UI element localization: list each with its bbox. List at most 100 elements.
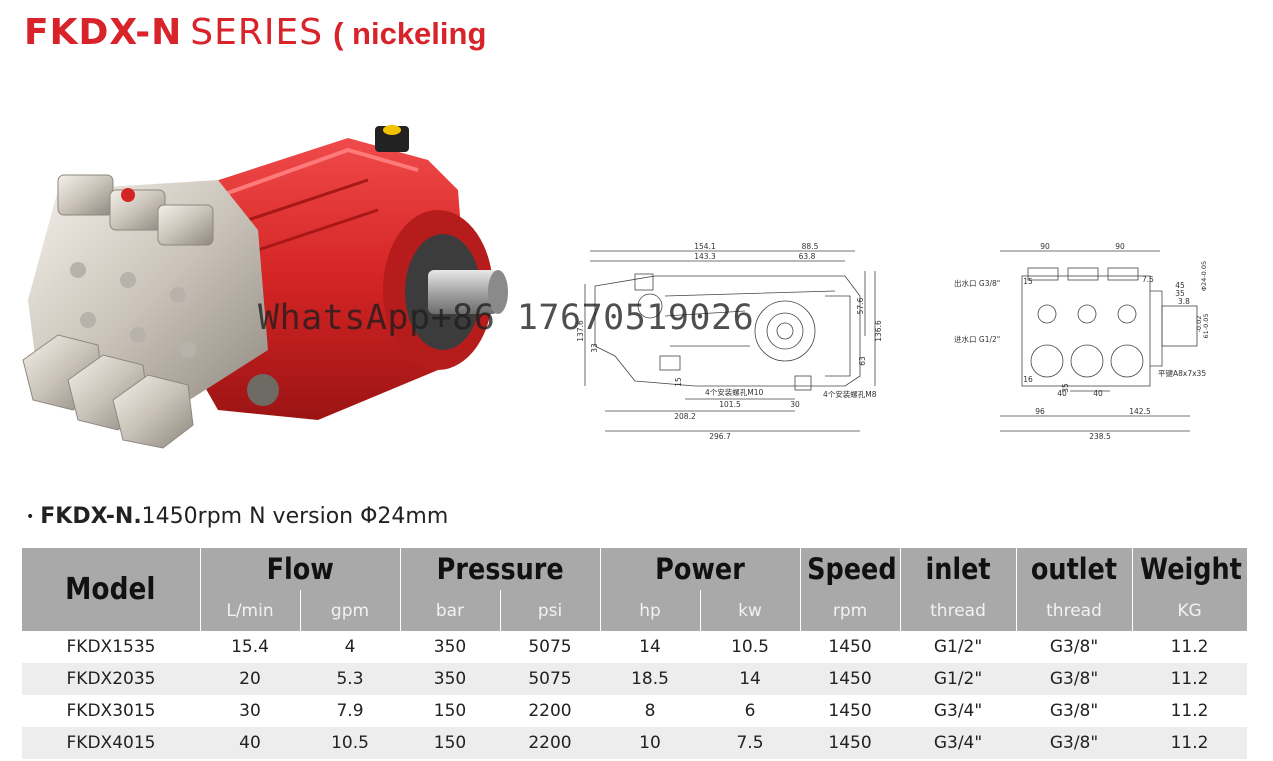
inlet-column-header: inlet bbox=[900, 548, 1017, 590]
dim-text: 16 bbox=[1023, 375, 1033, 384]
table-header-row: Model Flow Pressure Power Speed inlet ou… bbox=[22, 548, 1248, 631]
table-cell: 5.3 bbox=[300, 663, 400, 695]
table-row: FKDX4015 40 10.5 150 2200 10 7.5 1450 G3… bbox=[22, 727, 1248, 759]
dim-text: 30 bbox=[790, 400, 800, 409]
table-cell: 350 bbox=[400, 663, 500, 695]
dim-text: 35 bbox=[1061, 383, 1070, 393]
spec-model-code: FKDX-N. bbox=[40, 504, 142, 529]
table-cell: 15.4 bbox=[200, 631, 300, 663]
table-cell: 5075 bbox=[500, 663, 600, 695]
dim-text: 143.3 bbox=[694, 252, 716, 261]
dim-text: 33 bbox=[590, 343, 599, 353]
dim-text: 35 bbox=[1175, 289, 1185, 298]
spec-summary: • FKDX-N.1450rpm N version Φ24mm bbox=[26, 504, 448, 529]
table-cell: 4 bbox=[300, 631, 400, 663]
dim-text: 88.5 bbox=[802, 242, 819, 251]
table-cell: 2200 bbox=[500, 695, 600, 727]
model-column-header: Model bbox=[22, 548, 201, 631]
table-cell: 40 bbox=[200, 727, 300, 759]
dim-text: 96 bbox=[1035, 407, 1045, 416]
pressure-column-header: Pressure bbox=[400, 548, 601, 590]
table-row: FKDX3015 30 7.9 150 2200 8 6 1450 G3/4" … bbox=[22, 695, 1248, 727]
pump-product-image bbox=[22, 125, 508, 449]
dim-text: 40 bbox=[1057, 389, 1067, 398]
table-cell: 150 bbox=[400, 695, 500, 727]
dim-text: 3.8 bbox=[1178, 297, 1190, 306]
table-cell: 10.5 bbox=[700, 631, 801, 663]
key-label: 平键A8x7x35 bbox=[1158, 368, 1206, 378]
unit-cell: psi bbox=[500, 590, 601, 631]
power-column-header: Power bbox=[600, 548, 801, 590]
table-cell: 5075 bbox=[500, 631, 600, 663]
table-cell: FKDX1535 bbox=[22, 631, 200, 663]
table-cell: 350 bbox=[400, 631, 500, 663]
table-cell: 10.5 bbox=[300, 727, 400, 759]
table-cell: G3/4" bbox=[900, 695, 1017, 727]
table-cell: 10 bbox=[600, 727, 700, 759]
mount-hole-m8-note: 4个安装螺孔M8 bbox=[823, 389, 877, 399]
flow-column-header: Flow bbox=[200, 548, 401, 590]
dim-text: 142.5 bbox=[1129, 407, 1151, 416]
table-cell: 1450 bbox=[800, 663, 901, 695]
dim-text: 45 bbox=[1175, 281, 1185, 290]
unit-cell: L/min bbox=[200, 590, 301, 631]
dim-text: 238.5 bbox=[1089, 432, 1111, 441]
dim-text: 296.7 bbox=[709, 432, 731, 441]
unit-cell: thread bbox=[900, 590, 1017, 631]
table-row: FKDX1535 15.4 4 350 5075 14 10.5 1450 G1… bbox=[22, 631, 1248, 663]
table-cell: G3/8" bbox=[1016, 695, 1133, 727]
dim-text: 15 bbox=[674, 377, 683, 387]
outlet-port-label: 出水口 G3/8" bbox=[954, 278, 1000, 288]
table-cell: 14 bbox=[600, 631, 700, 663]
table-cell: 8 bbox=[600, 695, 700, 727]
table-cell: FKDX3015 bbox=[22, 695, 200, 727]
table-cell: 2200 bbox=[500, 727, 600, 759]
table-cell: 30 bbox=[200, 695, 300, 727]
table-cell: 11.2 bbox=[1132, 695, 1248, 727]
table-cell: 1450 bbox=[800, 727, 901, 759]
dim-text: 63 bbox=[858, 356, 867, 366]
bullet-glyph: • bbox=[26, 509, 35, 525]
table-cell: 7.9 bbox=[300, 695, 400, 727]
spec-table: Model Flow Pressure Power Speed inlet ou… bbox=[22, 548, 1248, 759]
unit-cell: gpm bbox=[300, 590, 401, 631]
table-cell: 11.2 bbox=[1132, 631, 1248, 663]
table-cell: FKDX2035 bbox=[22, 663, 200, 695]
table-cell: 150 bbox=[400, 727, 500, 759]
unit-cell: kw bbox=[700, 590, 801, 631]
table-cell: 18.5 bbox=[600, 663, 700, 695]
dim-text: 7.5 bbox=[1142, 275, 1154, 284]
spec-details: 1450rpm N version Φ24mm bbox=[141, 504, 449, 529]
dim-text: 15 bbox=[1023, 277, 1033, 286]
shaft-dim-text: -0.02 bbox=[1195, 316, 1203, 333]
dim-text: 90 bbox=[1115, 242, 1125, 251]
series-code: FKDX-N bbox=[24, 12, 183, 53]
table-cell: 11.2 bbox=[1132, 727, 1248, 759]
dim-text: 57.6 bbox=[856, 297, 865, 314]
dim-text: 40 bbox=[1093, 389, 1103, 398]
table-cell: 20 bbox=[200, 663, 300, 695]
dim-text: 154.1 bbox=[694, 242, 716, 251]
table-cell: FKDX4015 bbox=[22, 727, 200, 759]
table-cell: 11.2 bbox=[1132, 663, 1248, 695]
table-cell: 1450 bbox=[800, 631, 901, 663]
dim-text: 101.5 bbox=[719, 400, 741, 409]
table-cell: 6 bbox=[700, 695, 801, 727]
table-row: FKDX2035 20 5.3 350 5075 18.5 14 1450 G1… bbox=[22, 663, 1248, 695]
unit-cell: bar bbox=[400, 590, 501, 631]
dim-text: 136.6 bbox=[874, 320, 883, 342]
outlet-column-header: outlet bbox=[1016, 548, 1133, 590]
table-unit-row: L/min gpm bar psi hp kw rpm thread threa… bbox=[22, 590, 1248, 631]
series-word: SERIES bbox=[190, 12, 324, 53]
front-view-drawing: 90 90 15 7.5 45 35 3.8 16 35 40 40 96 14… bbox=[954, 242, 1210, 441]
table-cell: G3/8" bbox=[1016, 631, 1133, 663]
speed-column-header: Speed bbox=[800, 548, 901, 590]
unit-cell: KG bbox=[1132, 590, 1248, 631]
dim-text: 137.6 bbox=[576, 320, 585, 342]
page-title: FKDX-N SERIES ( nickeling bbox=[24, 12, 486, 58]
dim-text: 63.8 bbox=[799, 252, 816, 261]
table-cell: G1/2" bbox=[900, 663, 1017, 695]
side-view-drawing: 154.1 88.5 143.3 63.8 137.6 57.6 136.6 3… bbox=[576, 242, 883, 441]
weight-column-header: Weight bbox=[1132, 548, 1248, 590]
table-cell: 1450 bbox=[800, 695, 901, 727]
